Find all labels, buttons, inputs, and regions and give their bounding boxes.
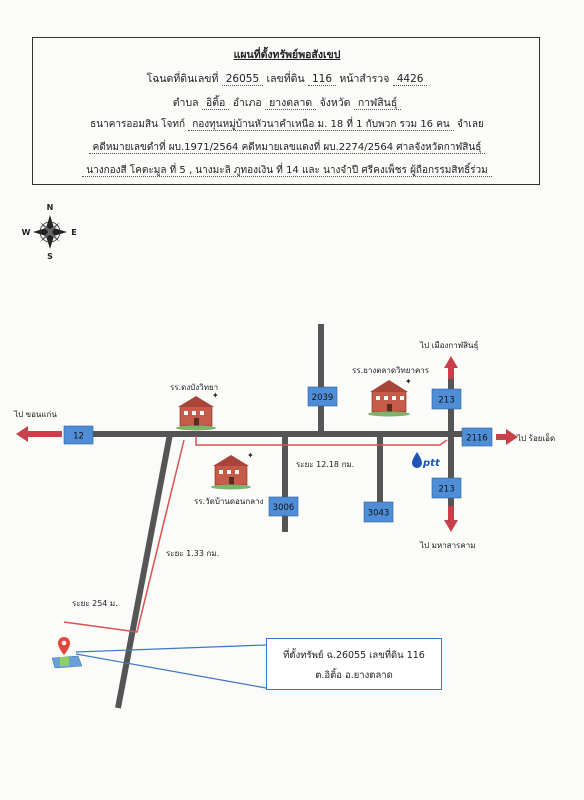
distance-254m: ระยะ 254 ม.	[72, 599, 118, 608]
deed-number: 26055	[221, 73, 264, 86]
province-value: กาฬสินธุ์	[353, 97, 402, 110]
svg-text:✦: ✦	[405, 377, 412, 386]
plaintiff-label: ธนาคารออมสิน โจทก์	[90, 119, 186, 130]
label-to-maha-sarakham: ไป มหาสารคาม	[419, 541, 475, 550]
header-line-case: คดีหมายเลขดำที่ ผบ.1971/2564 คดีหมายเลขแ…	[33, 140, 541, 155]
label-to-roi-et: ไป ร้อยเอ็ด	[516, 433, 555, 443]
sign-2039-label: 2039	[312, 393, 334, 403]
land-no-label: เลขที่ดิน	[266, 73, 305, 85]
distance-12-18km: ระยะ 12.18 กม.	[296, 460, 354, 469]
header-line-location: ตำบล อิติ้อ อำเภอ ยางตลาด จังหวัด กาฬสิน…	[33, 94, 541, 111]
sign-213-north	[431, 388, 462, 410]
arrow-west	[16, 426, 62, 442]
label-school-watbanton: รร.วัดบ้านดอนกลาง	[194, 497, 264, 506]
property-deed-info: ที่ตั้งทรัพย์ ฉ.26055 เลขที่ดิน 116	[283, 650, 425, 661]
ptt-label: ptt	[422, 458, 441, 469]
direction-arrows	[16, 356, 518, 532]
sign-12	[63, 425, 94, 445]
deed-label: โฉนดที่ดินเลขที่	[146, 73, 219, 85]
map-title: แผนที่ตั้งทรัพย์พอสังเขป	[233, 49, 341, 61]
road-to-property	[115, 433, 173, 709]
sign-3006	[268, 496, 299, 517]
header-line-deed: โฉนดที่ดินเลขที่ 26055 เลขที่ดิน 116 หน้…	[33, 70, 541, 87]
school-icon-dongbang: ✦	[176, 391, 219, 431]
land-number: 116	[307, 73, 337, 86]
case-numbers: คดีหมายเลขดำที่ ผบ.1971/2564 คดีหมายเลขแ…	[88, 142, 486, 154]
arrow-north	[444, 356, 458, 379]
school-icon-yangtalat: ✦	[368, 377, 412, 417]
location-pin-icon	[58, 637, 70, 655]
province-label: จังหวัด	[319, 97, 351, 109]
property-location-info: ต.อิติ้อ อ.ยางตลาด	[315, 670, 393, 681]
amphoe-label: อำเภอ	[232, 97, 262, 109]
svg-text:✦: ✦	[247, 451, 254, 460]
property-leader-lines	[75, 644, 267, 689]
header-box: แผนที่ตั้งทรัพย์พอสังเขป โฉนดที่ดินเลขที…	[32, 37, 540, 185]
route-segment-south	[63, 439, 185, 633]
label-to-mueang-kalasin: ไป เมืองกาฬสินธุ์	[419, 340, 479, 350]
property-info-box: ที่ตั้งทรัพย์ ฉ.26055 เลขที่ดิน 116 ต.อิ…	[266, 638, 442, 690]
route-segment-east	[195, 436, 448, 446]
tambon-label: ตำบล	[172, 97, 199, 109]
ptt-logo: ptt	[412, 452, 441, 469]
sign-213-south-label: 213	[438, 485, 454, 495]
tambon-value: อิติ้อ	[201, 97, 230, 110]
arrow-south	[444, 506, 458, 532]
sign-2116	[461, 427, 493, 447]
compass-s: S	[47, 252, 53, 261]
route-path	[63, 436, 448, 633]
arrow-east	[496, 429, 518, 445]
sign-3043	[363, 501, 394, 523]
amphoe-value: ยางตลาด	[265, 97, 317, 110]
compass-n: N	[47, 203, 54, 212]
svg-text:✦: ✦	[212, 391, 219, 400]
sign-3043-label: 3043	[368, 509, 390, 519]
sign-12-label: 12	[73, 432, 84, 442]
distance-1-33km: ระยะ 1.33 กม.	[166, 549, 219, 558]
defendant-value: กองทุนหมู่บ้านหัวนาคำเหนือ ม. 18 ที่ 1 ก…	[188, 119, 454, 131]
property-marker	[51, 637, 83, 669]
header-line-owners: นางกองสี โคตะมูล ที่ 5 , นางมะลิ ภูทองเง…	[33, 163, 541, 178]
sign-2116-label: 2116	[466, 434, 488, 444]
compass-w: W	[22, 228, 31, 237]
sign-213-south	[431, 477, 462, 499]
compass-e: E	[71, 228, 76, 237]
sign-3006-label: 3006	[273, 503, 295, 513]
defendant-label: จำเลย	[456, 119, 484, 130]
road-signs: 12 2039 213 2116 213 3006 3043	[63, 386, 493, 523]
label-school-yangtalat: รร.ยางตลาดวิทยาคาร	[352, 366, 430, 375]
label-to-khon-kaen: ไป ขอนแก่น	[13, 410, 57, 419]
school-icon-watbanton: ✦	[211, 451, 254, 490]
sign-213-north-label: 213	[438, 396, 454, 406]
co-owners: นางกองสี โคตะมูล ที่ 5 , นางมะลิ ภูทองเง…	[82, 165, 492, 177]
survey-number: 4426	[392, 73, 428, 86]
sign-2039	[307, 386, 338, 407]
compass-rose: N S W E	[22, 203, 77, 261]
label-school-dongbang: รร.ดงบังวิทยา	[170, 383, 218, 392]
header-line-parties: ธนาคารออมสิน โจทก์ กองทุนหมู่บ้านหัวนาคำ…	[33, 117, 541, 132]
survey-label: หน้าสำรวจ	[339, 73, 390, 85]
